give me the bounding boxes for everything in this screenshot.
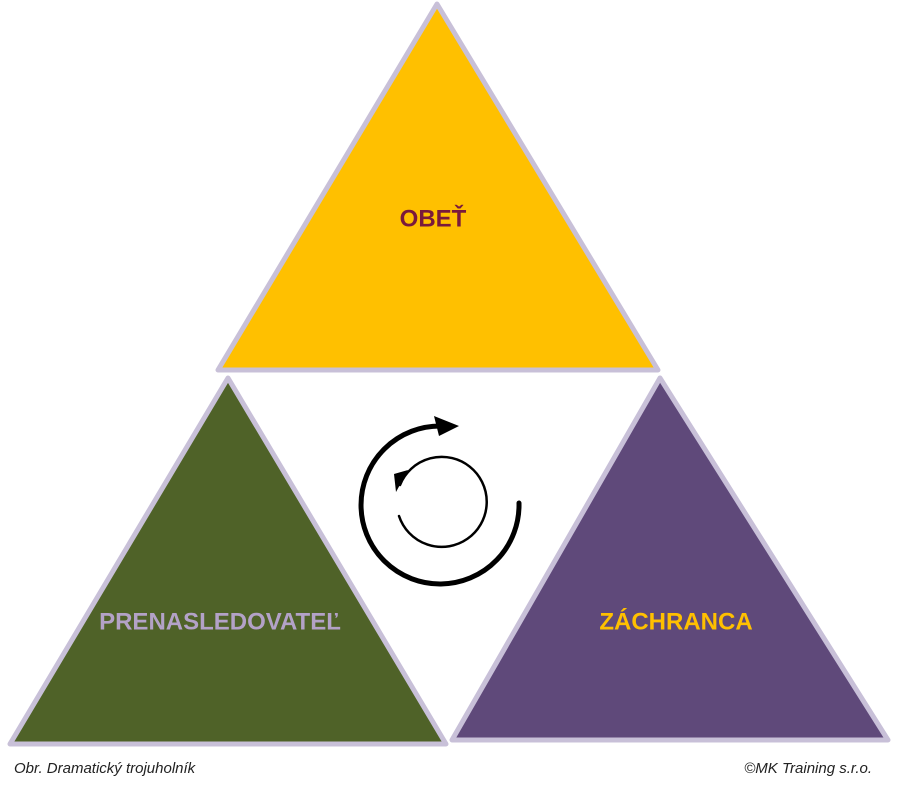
cycle-arrows-icon	[358, 416, 522, 587]
copyright-notice: ©MK Training s.r.o.	[744, 760, 872, 777]
triangle-right	[449, 375, 891, 743]
label-prenasledovatel: PRENASLEDOVATEĽ	[99, 608, 341, 635]
label-obet: OBEŤ	[400, 204, 467, 232]
figure-caption: Obr. Dramatický trojuholník	[14, 760, 196, 777]
triangle-left	[7, 375, 449, 747]
label-zachranca: ZÁCHRANCA	[599, 607, 752, 635]
triangle-top	[215, 1, 661, 373]
